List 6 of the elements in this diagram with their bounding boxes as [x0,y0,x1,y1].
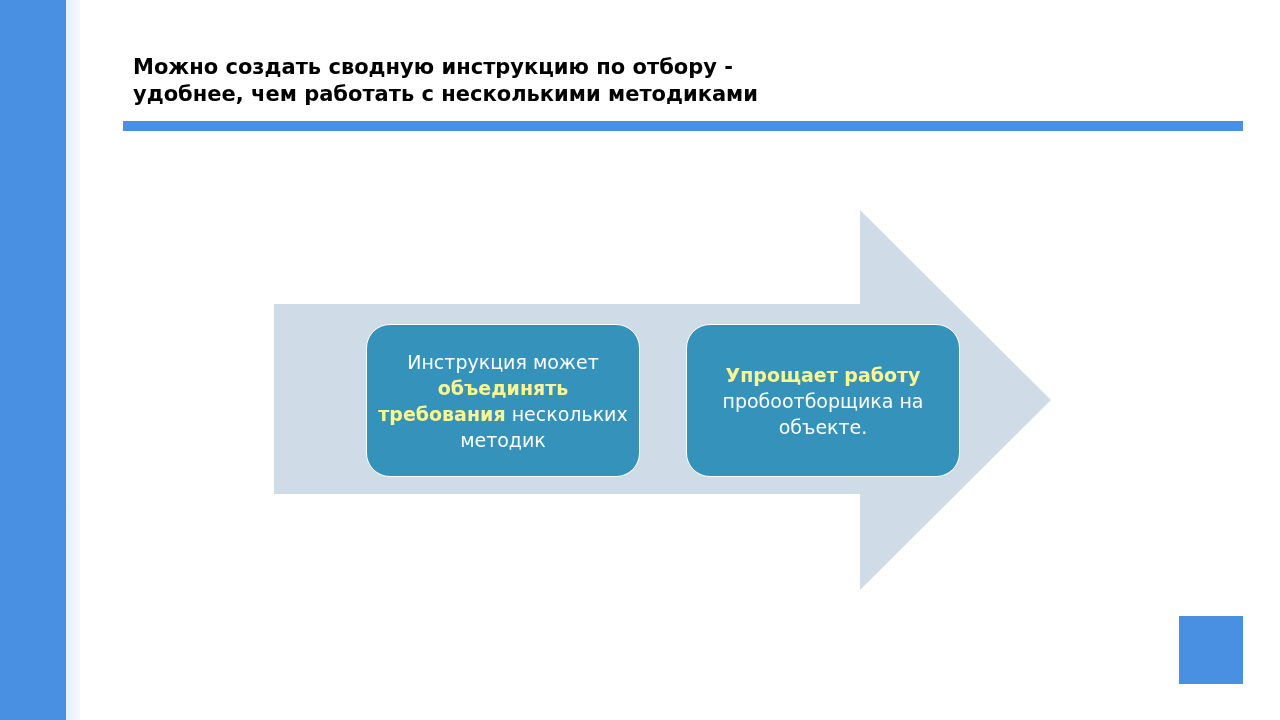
process-box [366,324,640,477]
process-box [686,324,960,477]
process-arrow [274,210,1051,590]
slide-title: Можно создать сводную инструкцию по отбору - удобнее, чем работать с несколькими методиками [133,54,759,108]
box-text: Инструкция может объединять требования нескольких методик [377,349,629,453]
box-text: Упрощает работу пробоотборщика на объекте. [721,362,925,440]
